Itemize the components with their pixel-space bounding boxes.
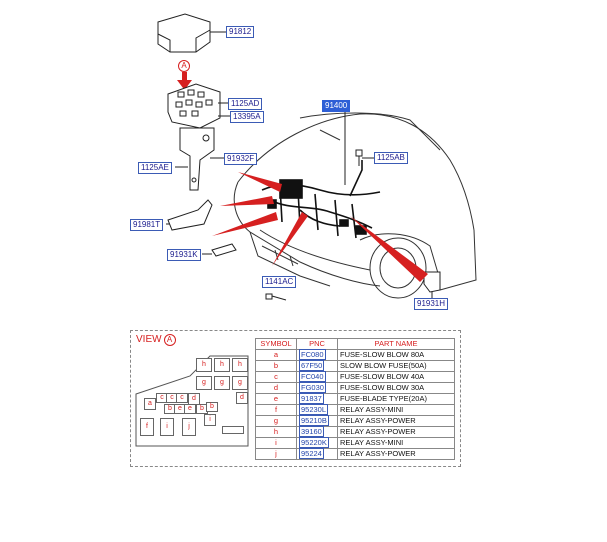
- ground-clip-part: [423, 271, 441, 298]
- row-part-name: SLOW BLOW FUSE(50A): [337, 360, 455, 372]
- callout-ground-clip: 91931H: [414, 298, 449, 310]
- callout-bolt-a: 1125AD: [228, 98, 263, 110]
- row-part-name: RELAY ASSY-MINI: [337, 404, 455, 416]
- fuse-cell-f: f: [140, 418, 154, 436]
- pointer-arrows: [212, 172, 428, 282]
- fuse-cell-b: b: [206, 402, 218, 412]
- row-symbol: j: [255, 448, 297, 460]
- view-letter-circle: A: [163, 334, 176, 346]
- header-part-name: PART NAME: [337, 338, 455, 350]
- fuse-cell-h: h: [232, 358, 248, 372]
- fuse-cell-i: i: [160, 418, 174, 436]
- row-part-name: FUSE-SLOW BLOW 40A: [337, 371, 455, 383]
- row-symbol: c: [255, 371, 297, 383]
- row-symbol: d: [255, 382, 297, 394]
- fuse-cell-h: h: [196, 358, 212, 372]
- pnc-link[interactable]: 95230L: [299, 404, 329, 415]
- fuse-cell-c: c: [176, 393, 188, 403]
- fuse-cell-i: i: [204, 414, 216, 426]
- bolt-part: [265, 293, 287, 301]
- fuse-box-cover: [157, 13, 232, 53]
- parts-legend-box: [130, 330, 461, 467]
- vehicle-outline: [233, 112, 477, 299]
- row-symbol: h: [255, 426, 297, 438]
- pnc-link[interactable]: 95220K: [299, 437, 329, 448]
- header-pnc: PNC: [296, 338, 338, 350]
- header-symbol: SYMBOL: [255, 338, 297, 350]
- row-pnc: 95210B: [296, 415, 338, 427]
- clip-part: [211, 243, 237, 257]
- pnc-link[interactable]: 39160: [299, 426, 324, 437]
- callout-main-harness: 91400: [322, 100, 351, 112]
- row-part-name: RELAY ASSY-POWER: [337, 448, 455, 460]
- row-pnc: 95230L: [296, 404, 338, 416]
- row-part-name: FUSE-SLOW BLOW 80A: [337, 349, 455, 361]
- row-part-name: RELAY ASSY-MINI: [337, 437, 455, 449]
- row-symbol: i: [255, 437, 297, 449]
- view-marker-circle: A: [178, 60, 190, 72]
- arrow-down-icon: [177, 72, 192, 90]
- callout-bolt-b: 1125AE: [138, 162, 172, 174]
- row-symbol: a: [255, 349, 297, 361]
- callout-bolt-d: 1141AC: [262, 276, 297, 288]
- row-symbol: g: [255, 415, 297, 427]
- pnc-link[interactable]: FC080: [299, 349, 326, 360]
- row-symbol: b: [255, 360, 297, 372]
- view-title-text: VIEW: [136, 334, 162, 345]
- row-part-name: RELAY ASSY-POWER: [337, 426, 455, 438]
- row-part-name: FUSE-BLADE TYPE(20A): [337, 393, 455, 405]
- fuse-cell-a: a: [144, 398, 156, 410]
- callout-bracket: 91932F: [224, 153, 258, 165]
- pnc-link[interactable]: 67F50: [299, 360, 325, 371]
- row-pnc: 95224: [296, 448, 338, 460]
- fuse-cell-j: j: [182, 418, 196, 436]
- row-pnc: 95220K: [296, 437, 338, 449]
- fuse-slot: [222, 426, 244, 434]
- fuse-cell-d: d: [236, 392, 248, 404]
- bolt-c-part: [355, 149, 363, 166]
- fuse-box-bracket: [179, 127, 215, 191]
- pnc-link[interactable]: 91837: [299, 393, 324, 404]
- row-symbol: e: [255, 393, 297, 405]
- callout-bolt-c: 1125AB: [374, 152, 408, 164]
- row-symbol: f: [255, 404, 297, 416]
- fuse-box-body: [167, 83, 221, 129]
- row-pnc: 67F50: [296, 360, 338, 372]
- fuse-cell-h: h: [214, 358, 230, 372]
- pnc-link[interactable]: 95210B: [299, 415, 329, 426]
- row-pnc: FC040: [296, 371, 338, 383]
- pnc-link[interactable]: FC040: [299, 371, 326, 382]
- protector-part: [167, 199, 213, 231]
- fuse-cell-g: g: [196, 376, 212, 390]
- callout-protector: 91981T: [130, 219, 164, 231]
- callout-clip: 91931K: [167, 249, 201, 261]
- fuse-cell-g: g: [214, 376, 230, 390]
- callout-top-cover: 91812: [226, 26, 255, 38]
- row-part-name: FUSE-SLOW BLOW 30A: [337, 382, 455, 394]
- row-pnc: 91837: [296, 393, 338, 405]
- callout-nut-a: 13395A: [230, 111, 264, 123]
- row-pnc: FC080: [296, 349, 338, 361]
- row-pnc: 39160: [296, 426, 338, 438]
- pnc-link[interactable]: FG030: [299, 382, 326, 393]
- row-pnc: FG030: [296, 382, 338, 394]
- pnc-link[interactable]: 95224: [299, 448, 324, 459]
- row-part-name: RELAY ASSY-POWER: [337, 415, 455, 427]
- fuse-cell-g: g: [232, 376, 248, 390]
- fuse-cell-e: e: [184, 404, 196, 414]
